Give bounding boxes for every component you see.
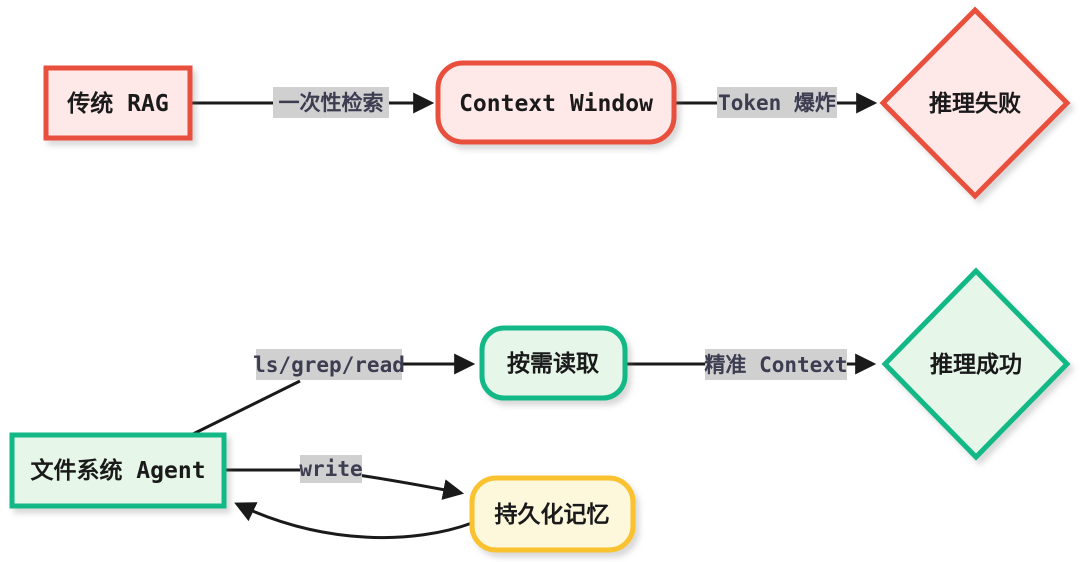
- precise-context-label: 精准 Context: [704, 353, 847, 377]
- node-reasoning-fail: 推理失败: [879, 6, 1071, 200]
- edge-memory-to-agent-feedback: [234, 502, 473, 540]
- node-traditional-rag: 传统 RAG: [43, 65, 193, 141]
- edge-agent-to-read-segment: [192, 379, 301, 436]
- ls-grep-read-label: ls/grep/read: [253, 353, 405, 377]
- on-demand-read-label: 按需读取: [507, 350, 599, 377]
- reasoning-fail-diamond: [879, 6, 1071, 200]
- persistent-memory-label: 持久化记忆: [495, 501, 610, 528]
- write-label: write: [299, 457, 362, 481]
- one-shot-retrieval-label-bg: [273, 87, 389, 118]
- context-window-label: Context Window: [459, 91, 653, 117]
- node-reasoning-success: 推理成功: [881, 267, 1071, 461]
- one-shot-retrieval-label: 一次性检索: [279, 91, 384, 115]
- context-window-box: [435, 60, 677, 145]
- reasoning-success-diamond: [881, 267, 1071, 461]
- token-explosion-label: Token 爆炸: [718, 91, 836, 115]
- filesystem-agent-box: [9, 432, 227, 509]
- on-demand-read-box: [479, 325, 628, 401]
- node-filesystem-agent: 文件系统 Agent: [9, 432, 227, 509]
- node-on-demand-read: 按需读取: [479, 325, 628, 401]
- node-persistent-memory: 持久化记忆: [469, 475, 636, 553]
- reasoning-fail-label: 推理失败: [929, 91, 1021, 117]
- persistent-memory-box: [469, 475, 636, 553]
- write-label-bg: [300, 455, 362, 483]
- edge-label-ls-grep-read: ls/grep/read: [253, 349, 405, 380]
- precise-context-label-bg: [705, 349, 847, 380]
- traditional-rag-label: 传统 RAG: [66, 90, 168, 117]
- edge-label-token-explosion: Token 爆炸: [717, 87, 837, 118]
- ls-grep-read-label-bg: [256, 349, 402, 380]
- edge-label-write: write: [299, 455, 363, 483]
- edge-label-one-shot-retrieval: 一次性检索: [273, 87, 389, 118]
- node-context-window: Context Window: [435, 60, 677, 145]
- filesystem-agent-label: 文件系统 Agent: [30, 457, 205, 484]
- reasoning-success-label: 推理成功: [930, 352, 1022, 378]
- traditional-rag-box: [43, 65, 193, 141]
- edge-label-precise-context: 精准 Context: [704, 349, 848, 380]
- token-explosion-label-bg: [717, 87, 837, 118]
- edge-agent-to-memory-arrow: [357, 473, 465, 500]
